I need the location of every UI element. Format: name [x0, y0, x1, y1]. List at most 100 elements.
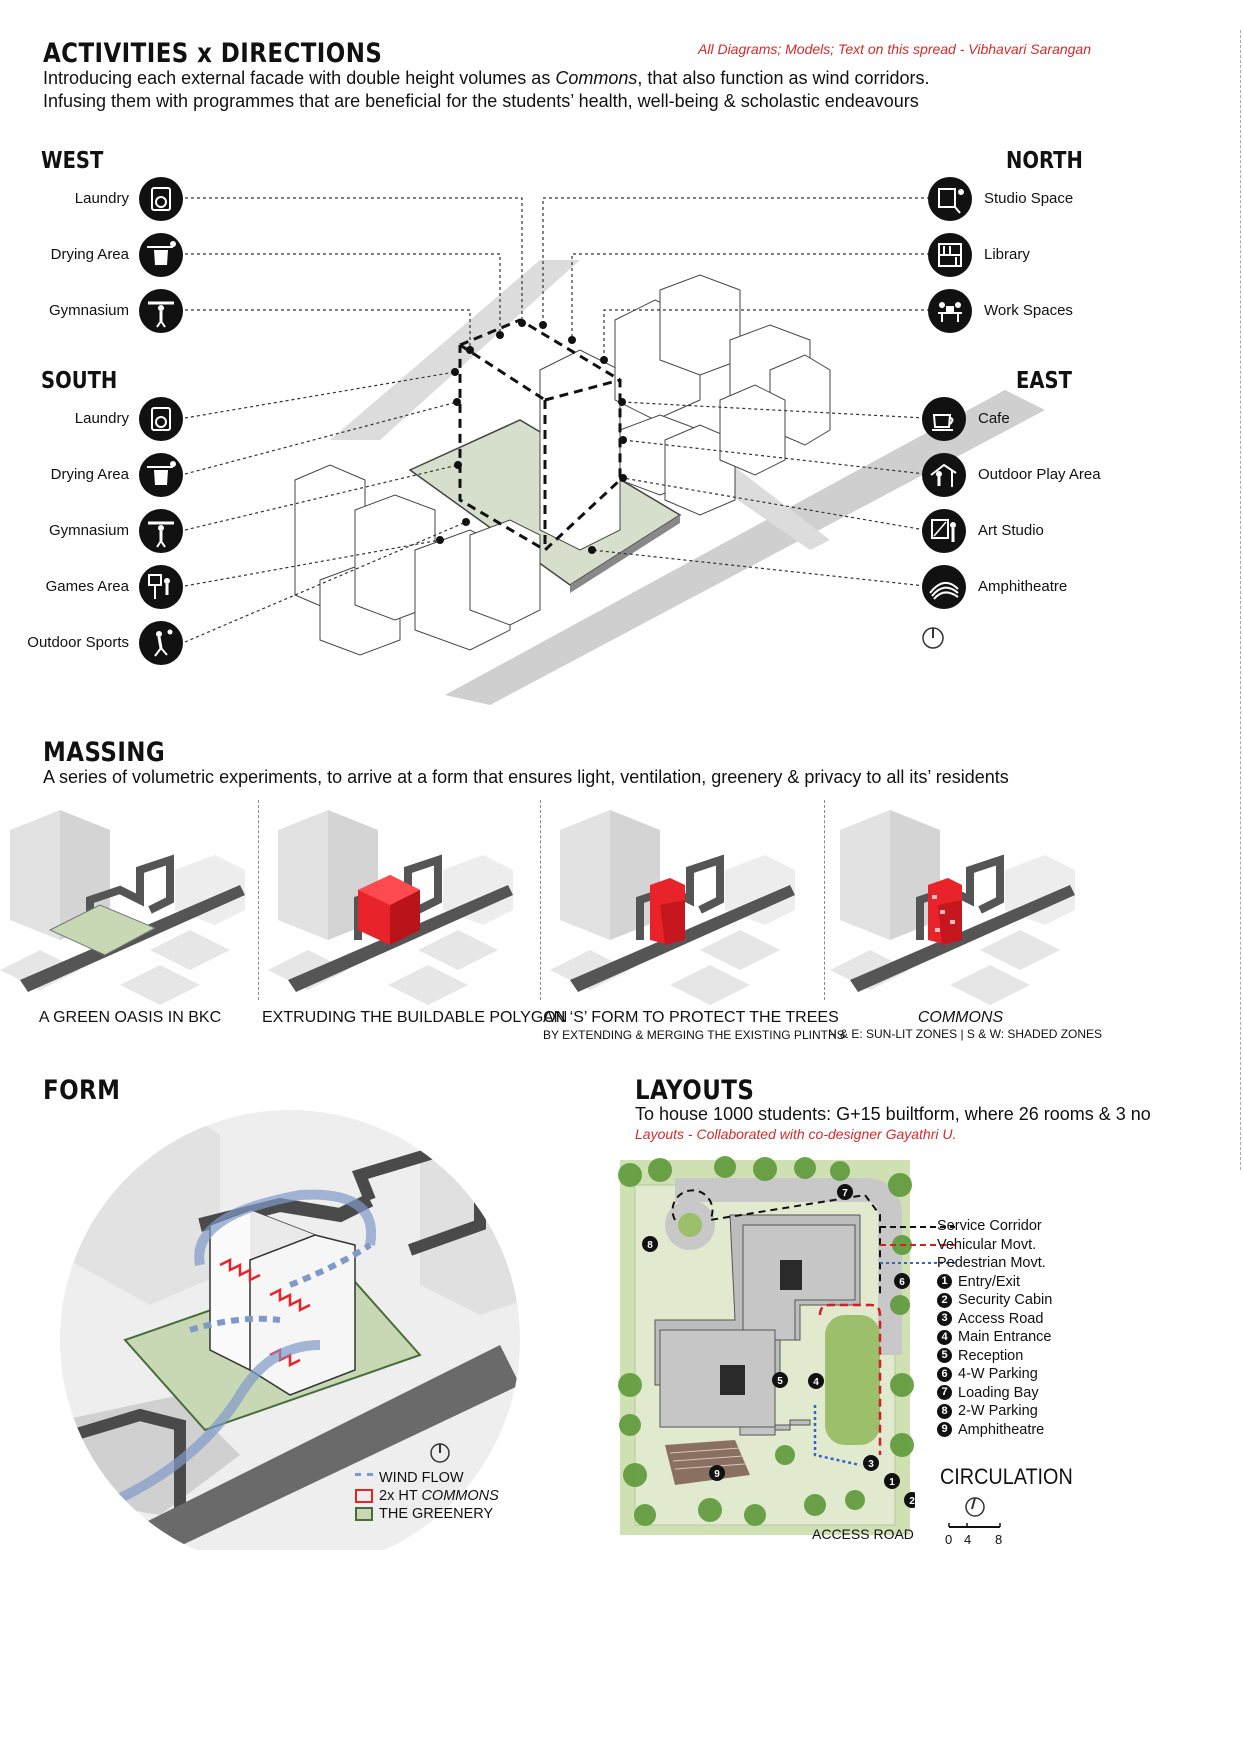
activity-label: Outdoor Play Area [978, 466, 1101, 483]
activity-item: Gymnasium [0, 287, 185, 343]
activity-item: Gymnasium [0, 507, 185, 563]
svg-text:5: 5 [777, 1376, 783, 1387]
legend-pedestrian: Pedestrian Movt. [937, 1255, 1052, 1274]
drying-icon [139, 453, 183, 497]
scale-8: 8 [995, 1532, 1002, 1547]
massing-step-3 [550, 810, 795, 1005]
west-heading: WEST [41, 148, 103, 174]
north-heading: NORTH [1006, 148, 1083, 174]
activity-item: Cafe [922, 395, 1132, 451]
legend-vehicular: Vehicular Movt. [937, 1237, 1052, 1256]
greenery-swatch [355, 1507, 373, 1521]
south-heading: SOUTH [41, 368, 117, 394]
svg-text:3: 3 [868, 1459, 874, 1470]
workspace-icon [928, 289, 972, 333]
form-legend: WIND FLOW 2x HT COMMONS THE GREENERY [355, 1470, 499, 1524]
activity-label: Library [984, 246, 1030, 263]
west-activity-list: Laundry Drying Area Gymnasium [0, 175, 185, 343]
massing-caption: A GREEN OASIS IN BKC [10, 1009, 250, 1027]
circulation-label: CIRCULATION [940, 1464, 1073, 1490]
activity-item: Amphitheatre [922, 563, 1132, 619]
gym-icon [139, 509, 183, 553]
play-icon [922, 453, 966, 497]
activity-label: Work Spaces [984, 302, 1073, 319]
activity-item: Drying Area [0, 231, 185, 287]
activity-item: Library [928, 231, 1128, 287]
legend-service-corridor: Service Corridor [937, 1218, 1052, 1237]
wind-flow-swatch [355, 1473, 373, 1484]
svg-text:2: 2 [909, 1496, 915, 1507]
activity-label: Gymnasium [49, 522, 129, 539]
activity-item: Laundry [0, 395, 185, 451]
south-activity-list: Laundry Drying Area Gymnasium Games Area… [0, 395, 185, 675]
games-icon [139, 565, 183, 609]
activity-item: Work Spaces [928, 287, 1128, 343]
legend-greenery: THE GREENERY [355, 1506, 499, 1524]
massing-step-1 [0, 810, 245, 1005]
massing-title: MASSING [43, 737, 165, 768]
activity-label: Cafe [978, 410, 1010, 427]
intro-line-1: Introducing each external facade with do… [43, 66, 930, 91]
activity-label: Gymnasium [49, 302, 129, 319]
layouts-legend: Service Corridor Vehicular Movt. Pedestr… [937, 1218, 1052, 1440]
massing-caption: AN ‘S’ FORM TO PROTECT THE TREES [543, 1009, 818, 1027]
activity-item: Laundry [0, 175, 185, 231]
access-road-label: ACCESS ROAD [812, 1526, 914, 1542]
commons-swatch [355, 1489, 373, 1503]
activity-label: Drying Area [51, 246, 129, 263]
page-title: ACTIVITIES x DIRECTIONS [43, 38, 382, 69]
east-heading: EAST [1016, 368, 1072, 394]
activity-label: Games Area [46, 578, 129, 595]
svg-text:8: 8 [647, 1240, 653, 1251]
layouts-subtitle: To house 1000 students: G+15 builtform, … [635, 1102, 1243, 1127]
drying-icon [139, 233, 183, 277]
laundry-icon [139, 177, 183, 221]
art-icon [922, 509, 966, 553]
massing-subcaption: N & E: SUN-LIT ZONES | S & W: SHADED ZON… [828, 1027, 1093, 1041]
activity-label: Art Studio [978, 522, 1044, 539]
scale-0: 0 [945, 1532, 952, 1547]
gym-icon [139, 289, 183, 333]
sports-icon [139, 621, 183, 665]
activity-item: Drying Area [0, 451, 185, 507]
activity-label: Laundry [75, 410, 129, 427]
north-activity-list: Studio Space Library Work Spaces [928, 175, 1128, 343]
legend-commons: 2x HT COMMONS [355, 1488, 499, 1506]
massing-subtitle: A series of volumetric experiments, to a… [43, 765, 1009, 790]
activity-item: Outdoor Play Area [922, 451, 1132, 507]
legend-wind-flow: WIND FLOW [355, 1470, 499, 1488]
activity-label: Amphitheatre [978, 578, 1067, 595]
activity-item: Games Area [0, 563, 185, 619]
activity-label: Drying Area [51, 466, 129, 483]
credit-note: All Diagrams; Models; Text on this sprea… [698, 41, 1091, 57]
svg-text:4: 4 [813, 1377, 819, 1388]
intro-line-2: Infusing them with programmes that are b… [43, 89, 919, 114]
svg-text:7: 7 [842, 1188, 848, 1199]
svg-text:9: 9 [714, 1469, 720, 1480]
activity-item: Art Studio [922, 507, 1132, 563]
activity-label: Outdoor Sports [27, 634, 129, 651]
activity-label: Studio Space [984, 190, 1073, 207]
massing-subcaption: BY EXTENDING & MERGING THE EXISTING PLIN… [543, 1028, 818, 1042]
activity-label: Laundry [75, 190, 129, 207]
east-activity-list: Cafe Outdoor Play Area Art Studio Amphit… [922, 395, 1132, 619]
massing-caption: EXTRUDING THE BUILDABLE POLYGON [262, 1009, 537, 1027]
svg-text:6: 6 [899, 1277, 905, 1288]
massing-step-2 [268, 810, 513, 1005]
library-icon [928, 233, 972, 277]
layouts-credit: Layouts - Collaborated with co-designer … [635, 1126, 956, 1142]
activity-item: Outdoor Sports [0, 619, 185, 675]
massing-illustrations [0, 800, 1243, 1005]
massing-caption: COMMONS [828, 1009, 1093, 1027]
cafe-icon [922, 397, 966, 441]
massing-step-4 [828, 810, 1095, 1005]
studio-icon [928, 177, 972, 221]
